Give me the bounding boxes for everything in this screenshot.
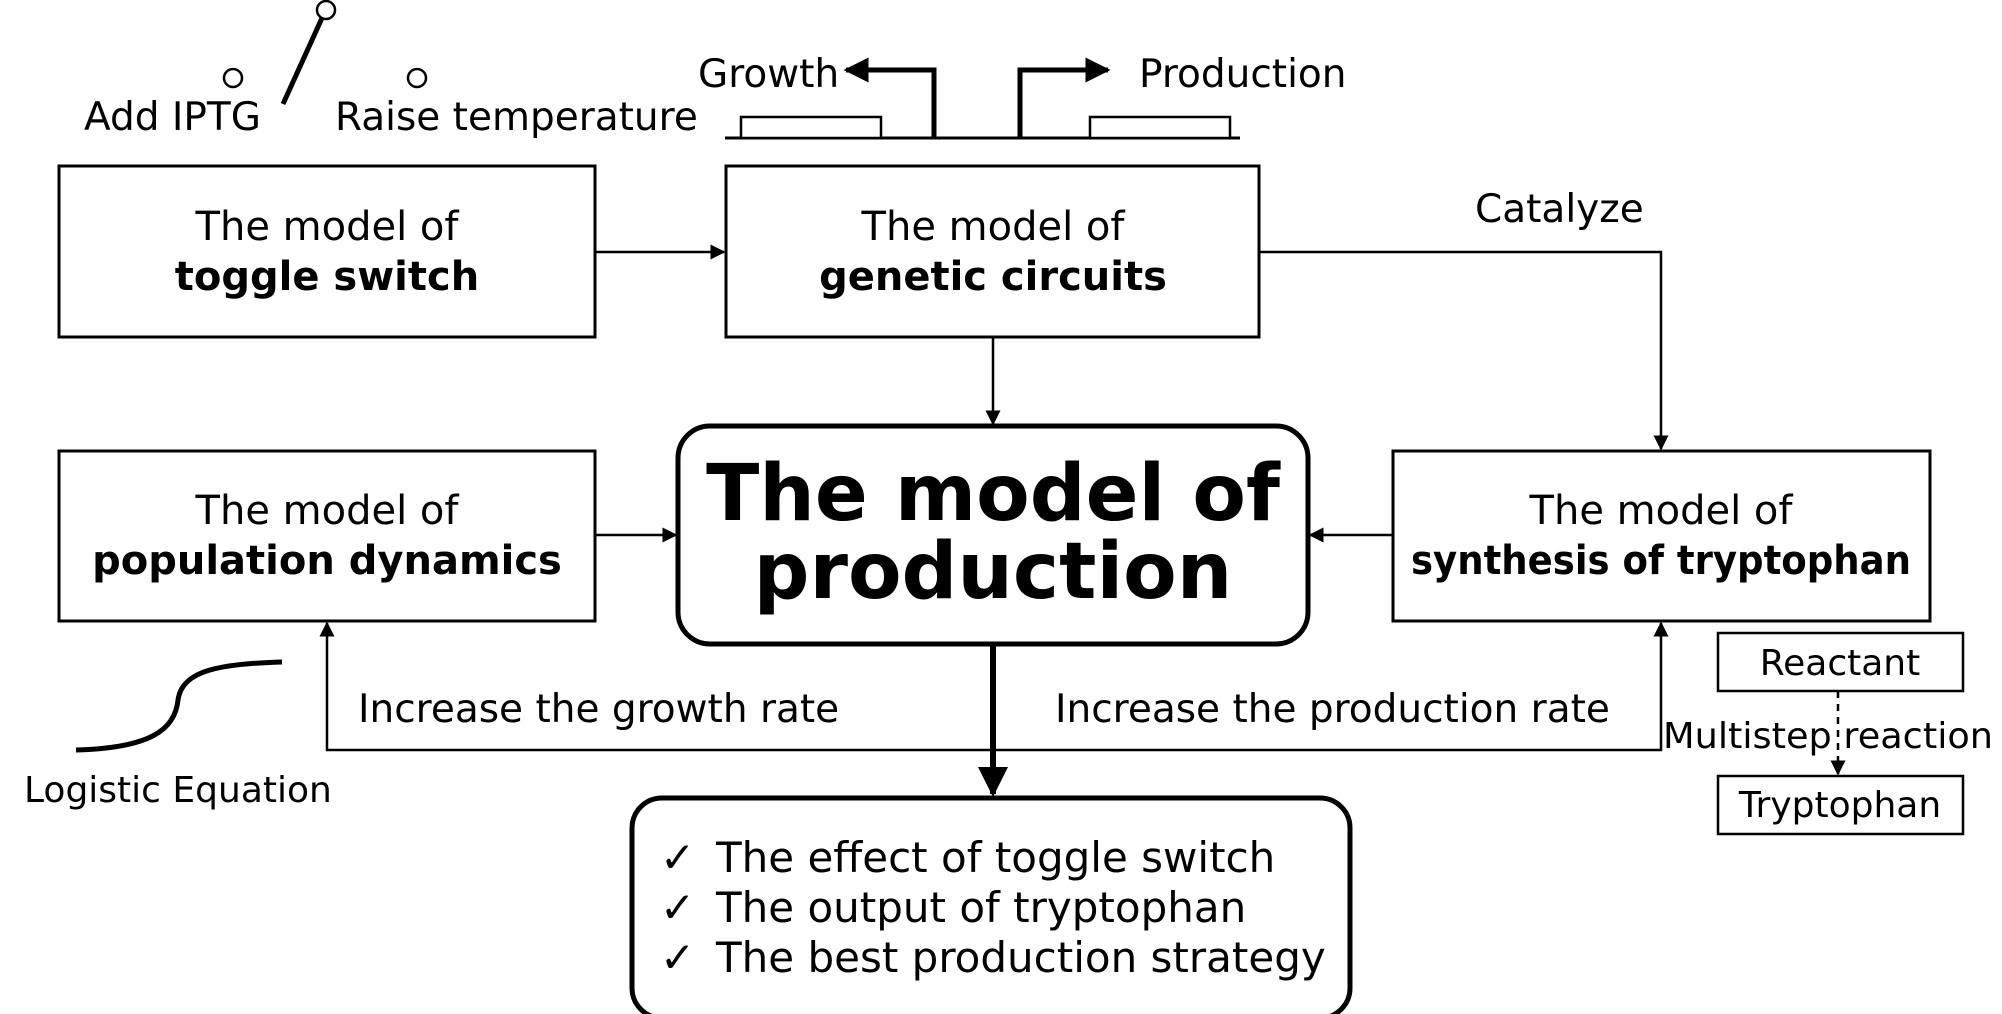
tryptophan-label: Tryptophan — [1738, 785, 1941, 826]
growth-rate-label: Increase the growth rate — [358, 687, 839, 732]
toggle-switch-box-line2: toggle switch — [175, 254, 479, 300]
result-item-label: The output of tryptophan — [715, 883, 1246, 932]
result-item: ✓ The output of tryptophan — [660, 883, 1246, 932]
production-rate-label: Increase the production rate — [1055, 687, 1610, 732]
production-box-line1: The model of — [706, 449, 1281, 539]
production-box-line2: production — [754, 527, 1233, 617]
results-box: ✓ The effect of toggle switch ✓ The outp… — [629, 795, 1353, 1014]
logistic-curve-icon — [75, 659, 283, 753]
result-item: ✓ The effect of toggle switch — [660, 833, 1275, 882]
raise-temperature-label: Raise temperature — [335, 95, 698, 140]
result-item-label: The effect of toggle switch — [715, 833, 1275, 882]
toggle-switch-box-line1: The model of — [195, 204, 460, 250]
catalyze-arrow — [1259, 250, 1669, 451]
reaction-scheme: Reactant Multistep reaction Tryptophan — [1663, 631, 1993, 836]
reactant-box — [1716, 631, 1965, 693]
multistep-reaction-label: Multistep reaction — [1663, 716, 1993, 757]
add-iptg-label: Add IPTG — [84, 95, 261, 140]
check-icon: ✓ — [660, 933, 695, 982]
tryptophan-synthesis-box-line2: synthesis of tryptophan — [1411, 538, 1911, 584]
population-dynamics-box-line2: population dynamics — [92, 538, 562, 584]
population-dynamics-model-box: The model of population dynamics — [57, 449, 597, 623]
result-item: ✓ The best production strategy — [660, 933, 1326, 982]
production-rate-feedback-arrow — [993, 621, 1669, 752]
tryptophan-box — [1716, 774, 1965, 836]
genetic-circuits-model-box: The model of genetic circuits — [724, 164, 1261, 339]
genetic-circuit-icon — [725, 57, 1240, 140]
growth-rate-feedback-arrow — [319, 621, 993, 752]
check-icon: ✓ — [660, 833, 695, 882]
genetic-circuits-box-line2: genetic circuits — [819, 254, 1167, 300]
tryptophan-synthesis-box-line1: The model of — [1529, 488, 1794, 534]
production-model-box: The model of production — [675, 423, 1311, 647]
tryptophan-synthesis-model-box: The model of synthesis of tryptophan — [1391, 449, 1932, 623]
genetic-circuits-box-line1: The model of — [861, 204, 1126, 250]
toggle-switch-icon — [222, 0, 428, 106]
population-dynamics-box-line1: The model of — [195, 488, 460, 534]
result-item-label: The best production strategy — [715, 933, 1326, 982]
catalyze-label: Catalyze — [1475, 187, 1644, 232]
toggle-switch-model-box: The model of toggle switch — [57, 164, 597, 339]
production-label: Production — [1139, 52, 1347, 97]
check-icon: ✓ — [660, 883, 695, 932]
reactant-label: Reactant — [1760, 643, 1921, 684]
growth-label: Growth — [698, 52, 839, 97]
logistic-equation-label: Logistic Equation — [24, 770, 332, 811]
